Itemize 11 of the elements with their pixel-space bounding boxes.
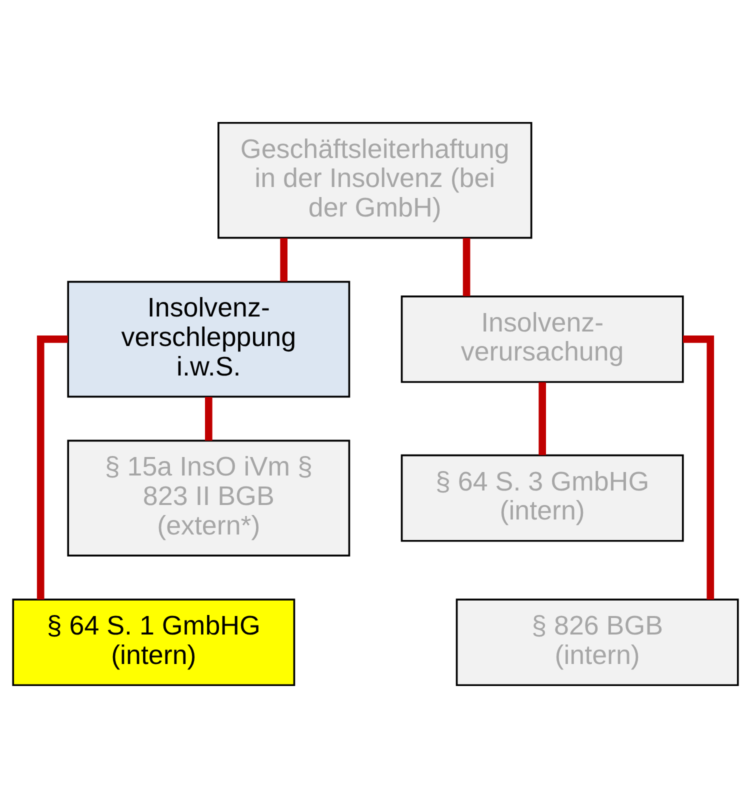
node-box: § 826 BGB (intern) <box>456 598 739 686</box>
connector <box>538 382 546 455</box>
node-box: § 64 S. 3 GmbHG (intern) <box>400 454 684 542</box>
connector <box>462 238 470 296</box>
node-box: § 15a InsO iVm § 823 II BGB (extern*) <box>67 439 350 556</box>
connector <box>280 238 288 282</box>
node-box: Geschäftsleiterhaftung in der Insolvenz (bei der GmbH) <box>218 121 532 238</box>
node-box: Insolvenz- verschleppung i.w.S. <box>67 280 350 398</box>
connector <box>205 396 212 440</box>
node-box: Insolvenz- verursachung <box>400 295 684 382</box>
node-box: § 64 S. 1 GmbHG (intern) <box>12 598 296 686</box>
